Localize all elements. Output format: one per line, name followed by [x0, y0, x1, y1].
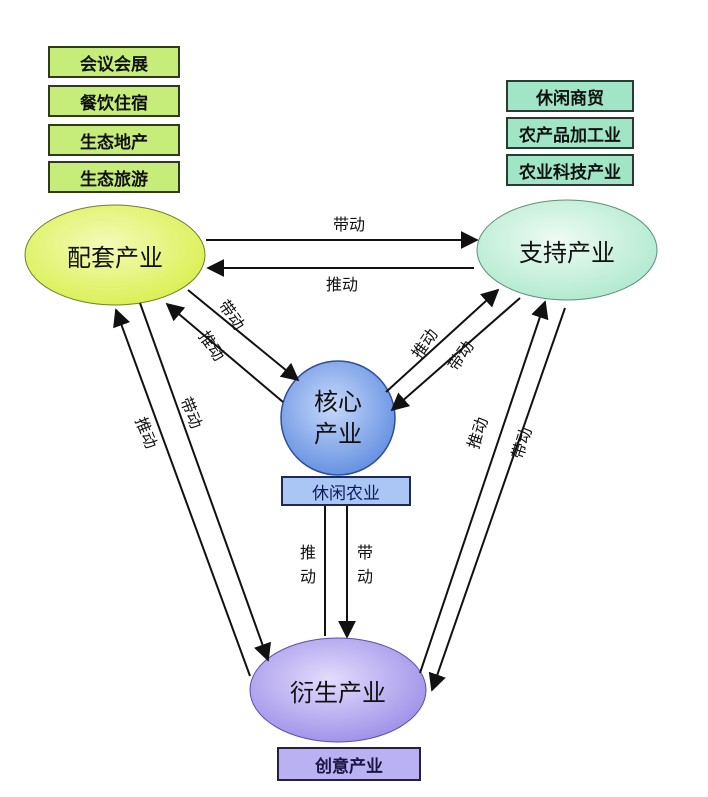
arrow-right-to-core — [390, 297, 521, 412]
core-industry-label: 核心 产业 — [290, 378, 386, 458]
left-tag-3: 生态地产 — [48, 124, 180, 156]
support-industry-ellipse — [476, 199, 658, 301]
core-industry-line2: 产业 — [314, 420, 362, 448]
right-tag-3: 农业科技产业 — [506, 154, 634, 186]
arrow-core-to-right — [385, 288, 500, 393]
edge-label-corebottom-push-2: 动 — [300, 567, 316, 586]
arrow-core-to-left — [165, 302, 284, 403]
support-industry-label: 支持产业 — [519, 238, 615, 267]
supporting-industry-ellipse — [24, 204, 206, 306]
derivative-sub-label: 创意产业 — [277, 747, 421, 781]
left-tag-1: 会议会展 — [48, 46, 180, 78]
right-tag-1: 休闲商贸 — [506, 80, 634, 112]
arrow-left-to-bottom — [139, 302, 272, 662]
left-tag-4: 生态旅游 — [48, 161, 180, 193]
edge-label-top-push: 推动 — [326, 275, 358, 294]
arrow-bottom-to-left — [113, 308, 251, 677]
edge-label-corebottom-push-1: 推 — [300, 543, 316, 562]
core-sub-label: 休闲农业 — [281, 476, 411, 506]
edge-label-rightcore-push: 推动 — [408, 325, 442, 362]
arrow-bottom-to-right — [419, 300, 549, 674]
supporting-industry-label: 配套产业 — [67, 243, 163, 272]
edge-label-rightbottom-push: 推动 — [464, 415, 492, 451]
edge-label-corebottom-drive-1: 带 — [357, 543, 373, 562]
core-industry-line1: 核心 — [314, 388, 362, 416]
arrow-left-to-core — [187, 289, 300, 382]
left-tag-2: 餐饮住宿 — [48, 85, 180, 117]
edge-label-corebottom-drive-2: 动 — [357, 567, 373, 586]
edge-label-rightbottom-drive: 带动 — [508, 425, 536, 461]
arrow-right-to-bottom — [428, 307, 566, 692]
derivative-industry-label: 衍生产业 — [290, 678, 386, 707]
edge-label-rightcore-drive: 带动 — [444, 337, 478, 374]
edge-label-top-drive: 带动 — [333, 215, 365, 234]
edge-label-leftbottom-drive: 带动 — [176, 394, 206, 431]
core-industry-circle — [280, 360, 396, 476]
right-tag-2: 农产品加工业 — [506, 117, 634, 149]
